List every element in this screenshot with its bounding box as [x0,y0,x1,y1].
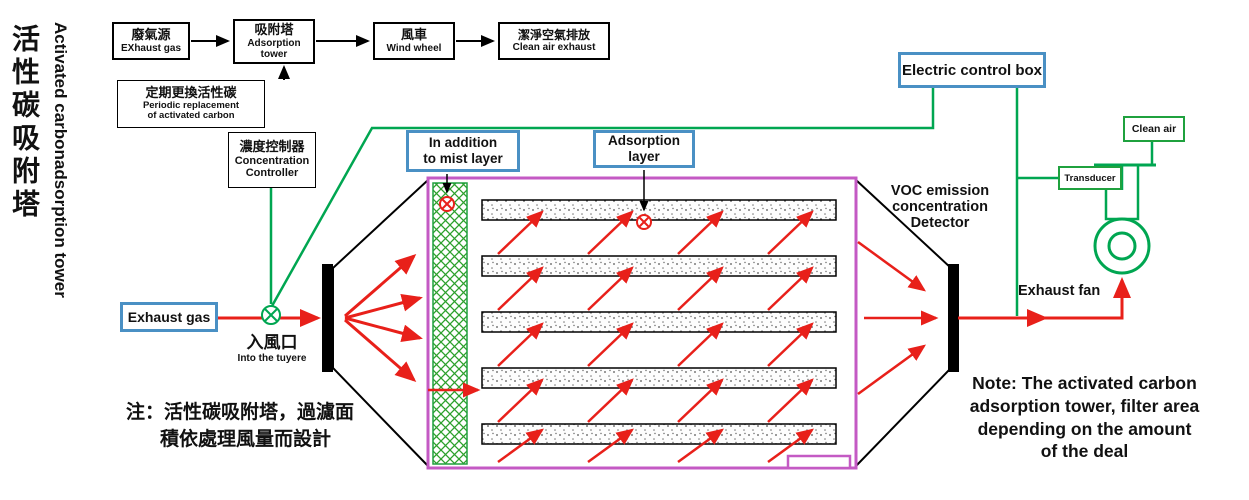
exhaust-fan-symbol [1093,217,1151,275]
transducer-text: Transducer [1064,172,1116,184]
side-title-en: Activated carbonadsorption tower [51,22,70,298]
note-en: Note: The activated carbon adsorption to… [922,372,1247,463]
electric-control-box-text: Electric control box [901,61,1043,79]
flow-arrows-red [344,210,939,464]
concentration-controller-zh: 濃度控制器 [239,139,305,155]
voc-detector-line2: concentration [892,199,988,216]
adsorption-plates [481,199,837,445]
inlet-caption: 入風口 Into the tuyere [222,328,322,364]
periodic-replacement-en2: of activated carbon [147,110,235,122]
flow-box-wind-wheel-zh: 風車 [400,27,427,43]
note-en-line1: Note: The activated carbon [972,373,1197,393]
outlet-pipe [958,277,1131,327]
exhaust-fan-caption: Exhaust fan [1018,283,1101,299]
clean-air-text: Clean air [1131,123,1177,135]
outlet-flange [948,264,959,372]
flow-box-exhaust-source-zh: 廢氣源 [131,27,171,43]
adsorption-layer-text1: Adsorption [608,132,680,148]
note-en-line2: adsorption tower, filter area [969,395,1200,416]
vessel-bottom-step [786,454,852,470]
flow-box-clean-air-exhaust-en: Clean air exhaust [512,42,596,54]
concentration-controller-en2: Controller [245,167,299,180]
voc-detector-caption: VOC emission concentration Detector [870,183,1010,232]
inlet-valve [261,305,281,325]
label-pointer-arrows [442,170,649,212]
control-wiring-green [269,88,1156,316]
electric-control-box-label: Electric control box [898,52,1046,88]
flowchart-arrows [191,35,495,80]
adsorption-layer-text2: layer [628,149,660,164]
periodic-replacement-box: 定期更換活性碳 Periodic replacement of activate… [117,80,265,128]
periodic-replacement-en1: Periodic replacement [142,99,240,111]
periodic-replacement-zh: 定期更換活性碳 [145,84,237,100]
flow-box-exhaust-source: 廢氣源 EXhaust gas [112,22,190,60]
flow-box-adsorption-tower-en2: tower [260,48,288,60]
inlet-flange [322,264,333,372]
concentration-controller-en1: Concentration [234,155,310,168]
adsorption-layer-label: Adsorption layer [593,130,695,168]
spray-nozzles [439,196,652,230]
flow-box-wind-wheel: 風車 Wind wheel [373,22,455,60]
flow-box-adsorption-tower: 吸附塔 Adsorption tower [233,19,315,64]
note-zh-line2: 積依處理風量而設計 [160,428,332,450]
voc-detector-line3: Detector [910,215,970,232]
concentration-controller-box: 濃度控制器 Concentration Controller [228,132,316,188]
inlet-caption-en: Into the tuyere [237,353,307,364]
mist-layer-label: In addition to mist layer [406,130,520,172]
flow-box-adsorption-tower-zh: 吸附塔 [254,22,294,38]
flow-box-wind-wheel-en: Wind wheel [386,42,442,54]
mist-layer-text1: In addition [428,134,498,150]
clean-air-label: Clean air [1123,116,1185,142]
flow-box-clean-air-exhaust-zh: 潔淨空氣排放 [517,27,590,42]
side-title-zh: 活性碳吸附塔 [9,24,40,222]
note-zh-line1: 注：活性碳吸附塔，過濾面 [126,402,355,423]
exhaust-gas-text: Exhaust gas [127,309,211,325]
mist-layer-text2: to mist layer [423,151,503,166]
mist-filter-layer [432,182,468,465]
transducer-label: Transducer [1058,166,1122,190]
inlet-caption-zh: 入風口 [246,333,298,352]
flow-box-exhaust-source-en: EXhaust gas [120,42,182,54]
note-en-line3: depending on the amount [977,418,1192,439]
note-en-line4: of the deal [1040,441,1129,462]
flow-box-clean-air-exhaust: 潔淨空氣排放 Clean air exhaust [498,22,610,60]
voc-detector-line1: VOC emission [890,183,990,199]
exhaust-gas-label: Exhaust gas [120,302,218,332]
note-zh: 注：活性碳吸附塔，過濾面 積依處理風量而設計 [126,400,416,453]
flow-box-adsorption-tower-en1: Adsorption [247,37,301,49]
